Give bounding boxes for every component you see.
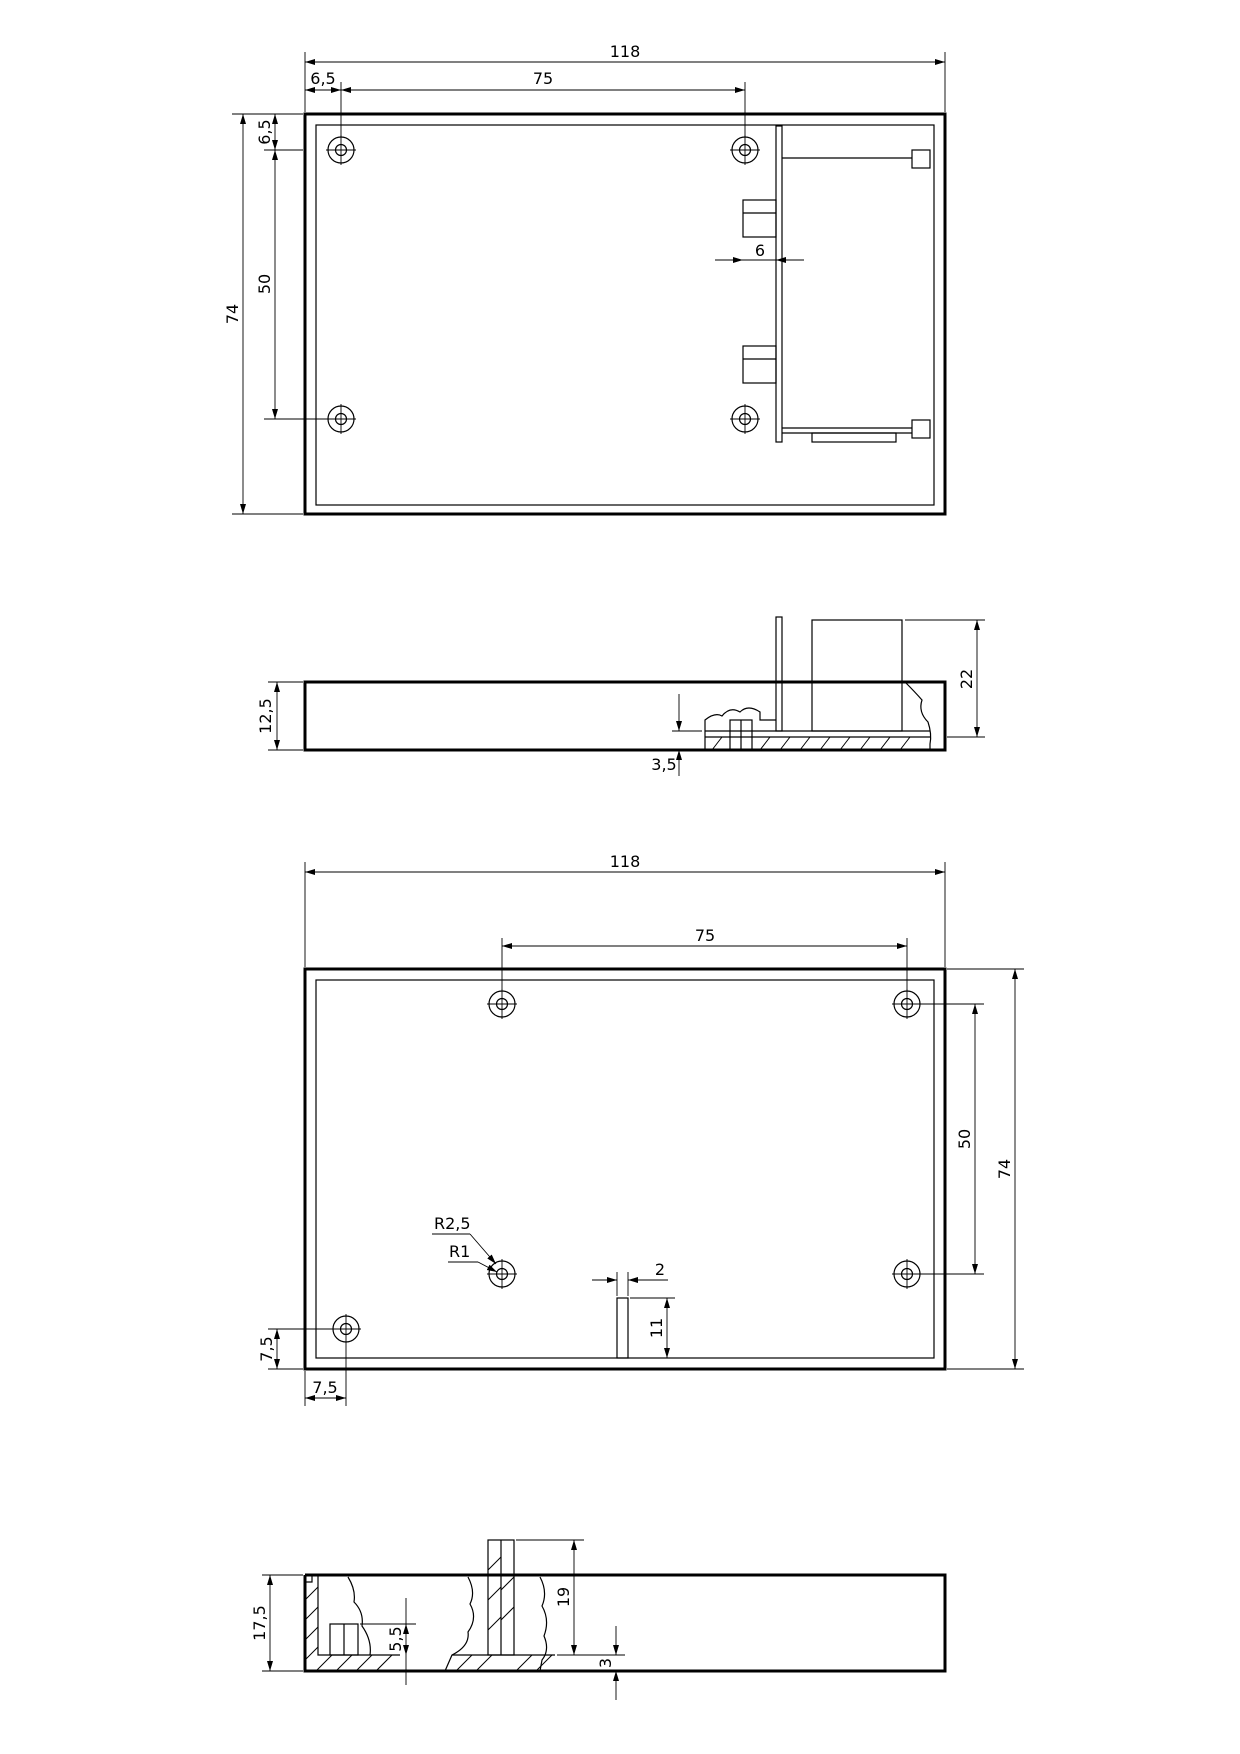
bottom-hole-3 (487, 1259, 517, 1289)
bottom-inner-outline (315, 979, 935, 1359)
bottom-dim-75-label: 75 (695, 926, 715, 945)
side1-dim-22-label: 22 (957, 669, 976, 689)
top-dim-74-label: 74 (223, 304, 242, 324)
top-inner-outline (315, 124, 935, 506)
bottom-dim-slot-length: 11 (630, 1297, 675, 1358)
side1-dim-3-5-label: 3,5 (651, 755, 676, 774)
bottom-dim-11-label: 11 (647, 1318, 666, 1338)
bottom-dim-7-5-horizontal-label: 7,5 (312, 1378, 337, 1397)
top-dim-hole-offset-y: 6,5 (255, 114, 303, 151)
top-hole-3 (326, 404, 356, 434)
top-outer-outline (303, 112, 947, 516)
bottom-dim-radius: R2,5 R1 (432, 1214, 498, 1273)
side1-cutaway (704, 681, 932, 751)
side2-dim-height: 17,5 (250, 1574, 303, 1672)
bottom-dim-overall-width: 118 (304, 852, 946, 967)
top-dim-6-5-vertical-label: 6,5 (255, 119, 274, 144)
top-hole-4 (730, 404, 760, 434)
side1-board (775, 616, 783, 732)
bottom-dim-hole-spacing-x: 75 (501, 926, 908, 990)
bottom-dim-hole-offset-x: 7,5 (304, 1344, 347, 1406)
bottom-dim-50-label: 50 (955, 1129, 974, 1149)
top-dim-overall-width: 118 (304, 42, 946, 112)
top-dim-hole-offset-x: 6,5 (305, 69, 342, 137)
bottom-outer-outline (303, 967, 947, 1371)
top-dim-50-label: 50 (255, 274, 274, 294)
bottom-dim-overall-height: 74 (947, 968, 1024, 1370)
bottom-dim-118-label: 118 (610, 852, 641, 871)
side2-dim-floor: 3 (557, 1626, 625, 1700)
side2-dim-19-label: 19 (554, 1587, 573, 1607)
bottom-dim-r2-5-label: R2,5 (434, 1214, 471, 1233)
top-dim-hole-spacing-x: 75 (341, 69, 746, 137)
side1-body-outline (303, 680, 947, 752)
top-view: 118 6,5 75 6,5 50 (223, 42, 947, 516)
side2-dim-boss-height: 5,5 (360, 1598, 416, 1685)
bottom-view: 118 75 50 74 R2,5 R (257, 852, 1024, 1406)
side-view-2: 17,5 5,5 19 3 (250, 1539, 947, 1700)
bottom-dim-r1-label: R1 (449, 1242, 470, 1261)
top-dim-board-gap: 6 (715, 241, 804, 263)
top-dim-75-label: 75 (533, 69, 553, 88)
top-hole-2 (730, 135, 760, 165)
top-dim-overall-height: 74 (223, 113, 303, 515)
bottom-hole-2 (892, 989, 922, 1019)
top-internal-components (742, 125, 931, 443)
side2-body-outline (303, 1573, 947, 1673)
side1-component (811, 619, 903, 732)
side1-dim-12-5-label: 12,5 (256, 698, 275, 734)
top-dim-hole-spacing-y: 50 (255, 150, 326, 420)
bottom-dim-slot-width: 2 (592, 1260, 668, 1296)
side1-dim-floor: 3,5 (651, 694, 702, 776)
top-hole-1 (326, 135, 356, 165)
bottom-dim-7-5-vertical-label: 7,5 (257, 1336, 276, 1361)
top-dim-6-5-label: 6,5 (310, 69, 335, 88)
side2-dim-pin-height: 19 (516, 1539, 584, 1655)
bottom-dim-74-label: 74 (995, 1159, 1014, 1179)
side-view-1: 12,5 3,5 22 (256, 616, 985, 776)
bottom-hole-5 (331, 1314, 361, 1344)
top-dim-6-label: 6 (755, 241, 765, 260)
bottom-dim-hole-spacing-y: 50 (922, 1003, 984, 1275)
side2-center-cutaway (444, 1539, 555, 1672)
side1-dim-height: 12,5 (256, 681, 303, 751)
top-dim-118-label: 118 (610, 42, 641, 61)
side2-left-cutaway (304, 1575, 400, 1672)
side1-dim-component-height: 22 (905, 619, 985, 738)
bottom-hole-4 (892, 1259, 922, 1289)
bottom-dim-hole-offset-y: 7,5 (257, 1328, 331, 1370)
bottom-dim-2-label: 2 (655, 1260, 665, 1279)
bottom-hole-1 (487, 989, 517, 1019)
side2-dim-17-5-label: 17,5 (250, 1605, 269, 1641)
side2-dim-5-5-label: 5,5 (386, 1626, 405, 1651)
side2-dim-3-label: 3 (596, 1658, 615, 1668)
bottom-slot (616, 1297, 629, 1359)
